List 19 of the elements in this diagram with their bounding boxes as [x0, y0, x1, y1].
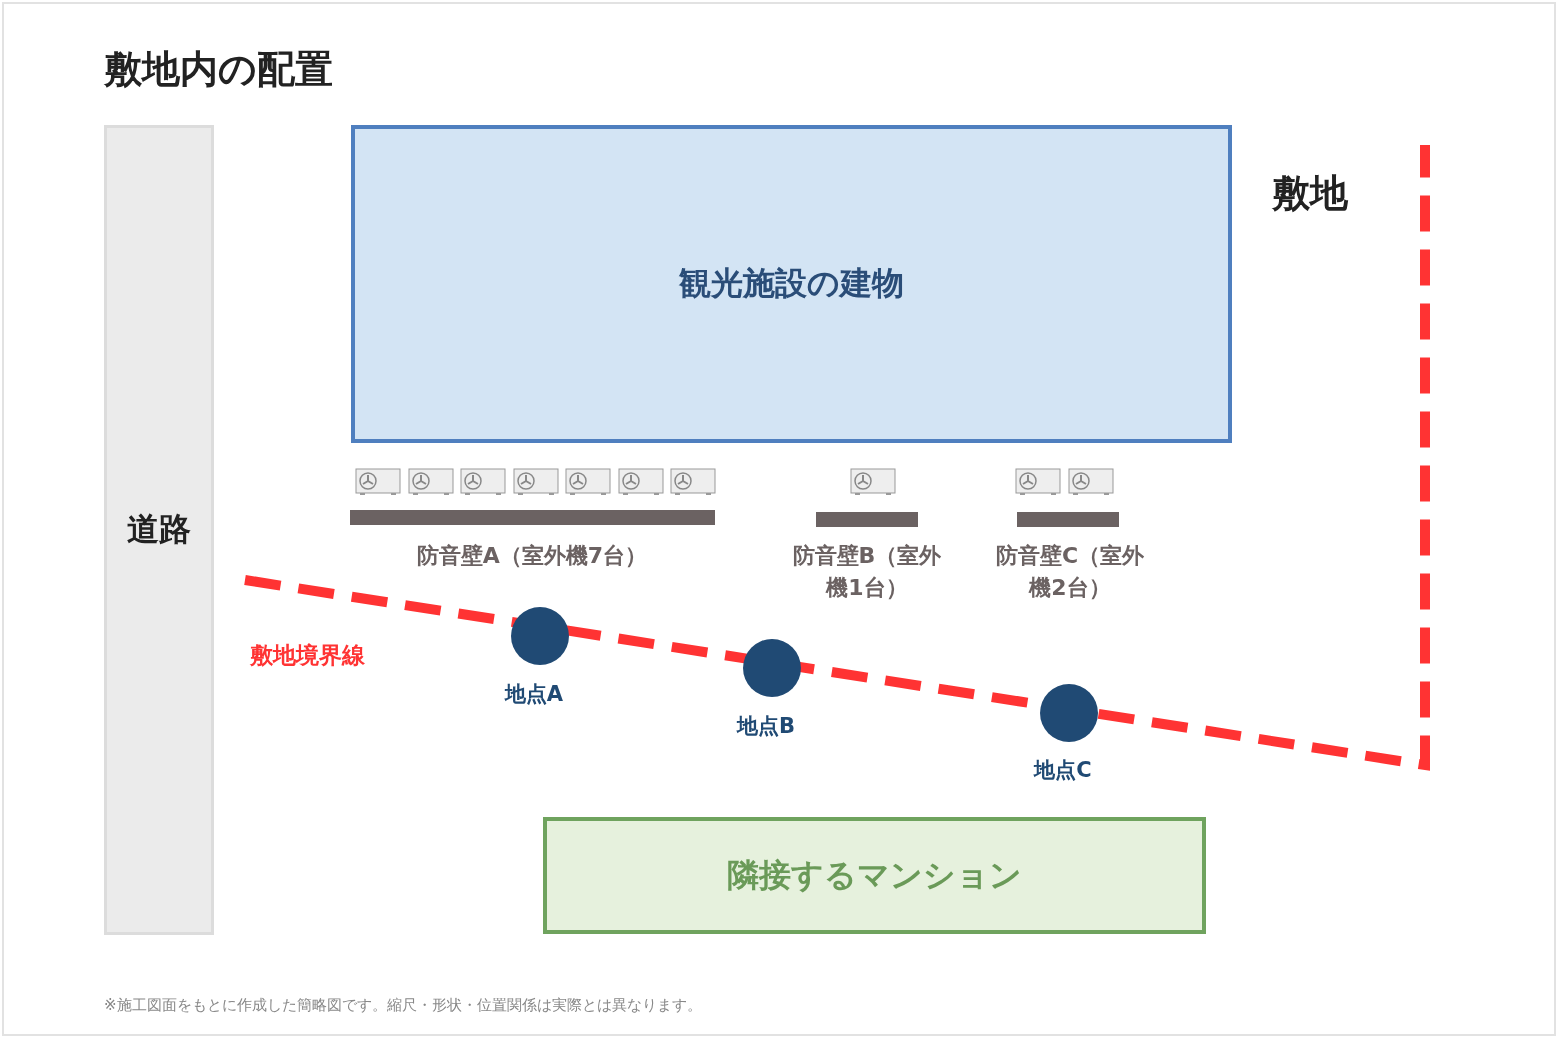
wall-label: 防音壁A（室外機7台）	[415, 542, 649, 570]
apartment-box: 隣接するマンション	[543, 817, 1206, 934]
boundary-label: 敷地境界線	[250, 641, 365, 670]
point-label: 地点A	[504, 681, 564, 708]
noise-wall-bar	[350, 510, 715, 525]
noise-wall-bar	[1017, 512, 1119, 527]
point-label: 地点B	[737, 713, 795, 740]
wall-label: 防音壁C（室外機2台）	[995, 542, 1145, 602]
wall-label: 防音壁B（室外機1台）	[792, 542, 942, 602]
measurement-point	[511, 607, 569, 665]
point-label: 地点C	[1034, 757, 1092, 784]
road-band: 道路	[104, 125, 214, 935]
caption: ※施工図面をもとに作成した簡略図です。縮尺・形状・位置関係は実際とは異なります。	[104, 996, 702, 1015]
noise-wall-bar	[816, 512, 918, 527]
building-box: 観光施設の建物	[351, 125, 1232, 443]
title: 敷地内の配置	[104, 46, 333, 93]
site-label: 敷地	[1272, 170, 1348, 217]
measurement-point	[743, 639, 801, 697]
measurement-point	[1040, 684, 1098, 742]
